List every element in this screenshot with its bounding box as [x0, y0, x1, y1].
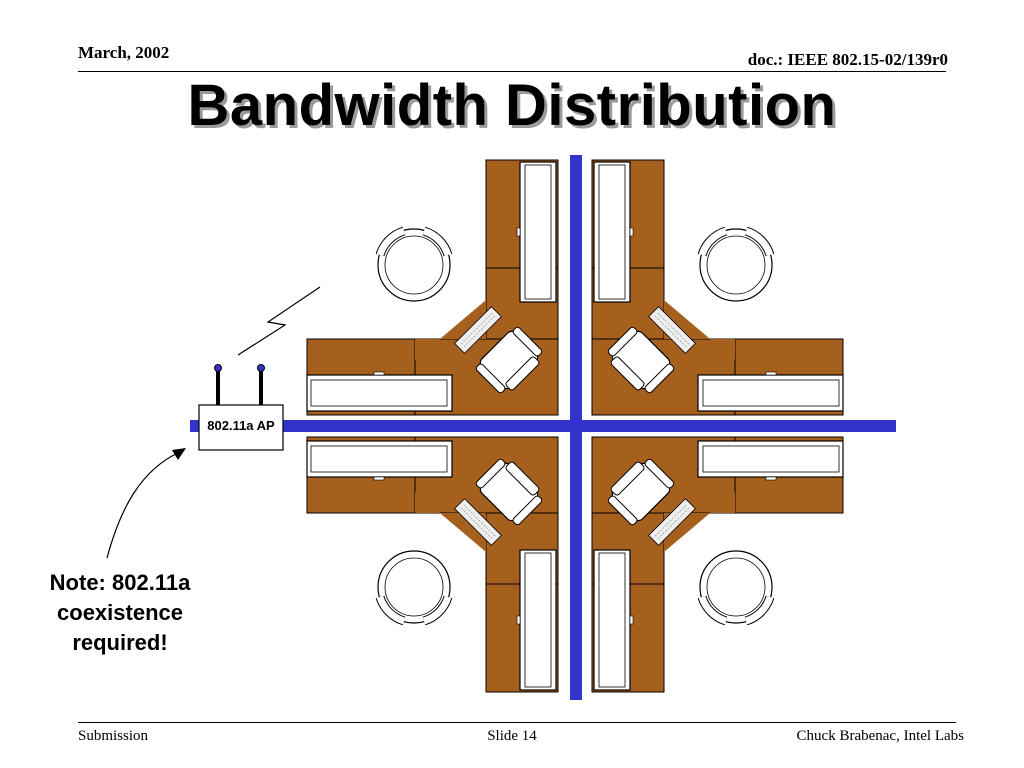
note-arrow-head [172, 448, 186, 460]
cubicle-top-left [307, 160, 558, 415]
note-line-3: required! [72, 630, 168, 655]
wireless-signal-icon [237, 286, 321, 356]
footer-author: Chuck Brabenac, Intel Labs [796, 728, 964, 744]
antenna-tip-right [257, 364, 265, 372]
header-rule [78, 71, 946, 72]
header-date: March, 2002 [78, 43, 170, 62]
access-point-box [198, 404, 284, 451]
footer-rule [78, 722, 956, 723]
cubicle-bottom-right [592, 437, 843, 692]
note-line-2: coexistence [57, 600, 183, 625]
antenna-tip-left [214, 364, 222, 372]
network-cable-horizontal [190, 420, 896, 432]
footer-submission: Submission [78, 728, 149, 744]
note-arrow [106, 451, 181, 559]
header-doc-id: doc.: IEEE 802.15-02/139r0 [747, 50, 948, 69]
coexistence-note: Note: 802.11a coexistence required! [20, 568, 220, 658]
footer-slide-number: Slide 14 [487, 728, 537, 744]
cubicle-top-right [592, 160, 843, 415]
cubicle-bottom-left [307, 437, 558, 692]
access-point-label: 802.11a AP [207, 418, 275, 433]
slide-title: Bandwidth Distribution [187, 73, 837, 138]
access-point: 802.11a AP [198, 364, 284, 451]
note-line-1: Note: 802.11a [49, 570, 191, 595]
